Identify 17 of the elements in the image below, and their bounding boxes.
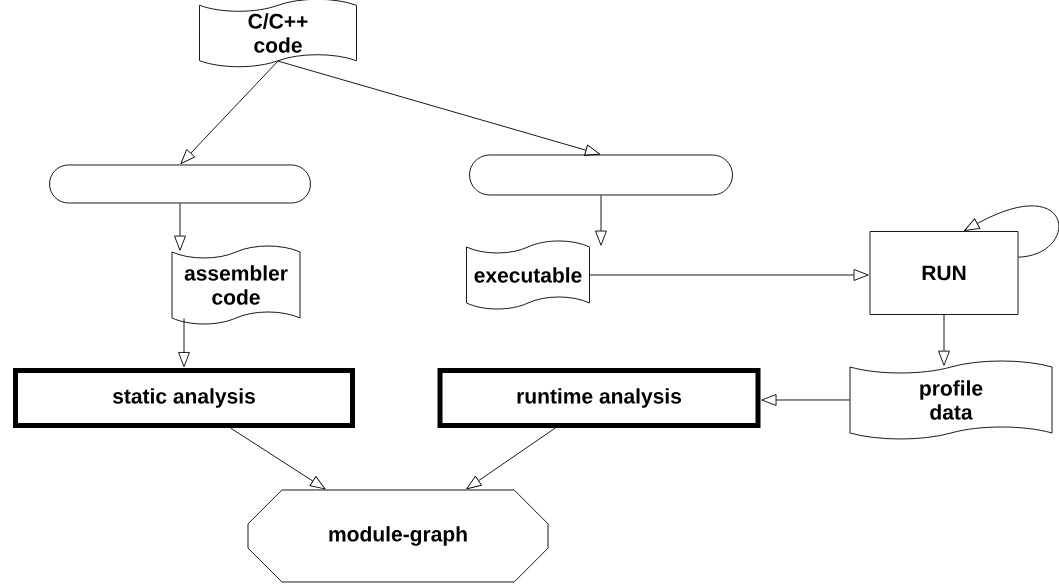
arrow (938, 314, 950, 366)
arrow (230, 427, 326, 490)
analysis-box: runtime analysis (437, 368, 761, 428)
process-box: RUN (869, 231, 1019, 315)
arrow (589, 269, 869, 281)
analysis-box: static analysis (13, 368, 355, 428)
arrow (277, 60, 601, 156)
arrow (180, 60, 279, 165)
terminal-shape (49, 164, 311, 204)
arrow (174, 203, 186, 251)
arrow (466, 427, 556, 490)
arrow (178, 317, 190, 368)
terminal-shape (469, 154, 733, 196)
arrow (761, 394, 850, 406)
arrow (964, 205, 1059, 258)
arrow (595, 195, 607, 246)
output-octagon: module-graph (247, 489, 549, 583)
